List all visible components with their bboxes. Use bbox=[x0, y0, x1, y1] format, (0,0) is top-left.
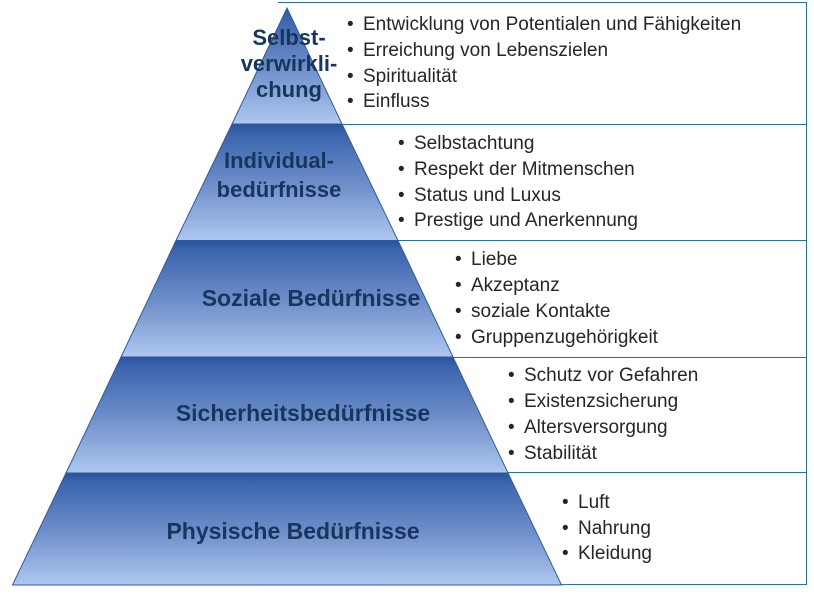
pyramid-level-5 bbox=[11, 472, 563, 586]
level-4-items-box: Schutz vor Gefahren Existenzsicherung Al… bbox=[452, 357, 807, 472]
bullet-item: Nahrung bbox=[562, 516, 806, 542]
bullet-item: Erreichung von Lebenszielen bbox=[347, 38, 806, 64]
level-1-items-box: Entwicklung von Potentialen und Fähigkei… bbox=[278, 2, 807, 124]
bullet-item: Schutz vor Gefahren bbox=[508, 363, 806, 389]
level-2-label: Individual- bedürfnisse bbox=[216, 148, 342, 202]
level-3-label: Soziale Bedürfnisse bbox=[201, 285, 421, 311]
level-5-items-box: Luft Nahrung Kleidung bbox=[508, 472, 807, 585]
level-4-label: Sicherheitsbedürfnisse bbox=[175, 400, 431, 426]
bullet-item: soziale Kontakte bbox=[455, 299, 806, 325]
bullet-item: Luft bbox=[562, 490, 806, 516]
bullet-item: Entwicklung von Potentialen und Fähigkei… bbox=[347, 12, 806, 38]
level-1-label: Selbst- verwirkli- chung bbox=[240, 25, 338, 102]
level-2-items-box: Selbstachtung Respekt der Mitmenschen St… bbox=[341, 124, 807, 240]
bullet-item: Liebe bbox=[455, 247, 806, 273]
bullet-item: Status und Luxus bbox=[398, 183, 806, 209]
bullet-item: Akzeptanz bbox=[455, 273, 806, 299]
level-5-label: Physische Bedürfnisse bbox=[166, 518, 420, 544]
bullet-item: Gruppenzugehörigkeit bbox=[455, 325, 806, 351]
bullet-item: Existenzsicherung bbox=[508, 389, 806, 415]
bullet-item: Einfluss bbox=[347, 89, 806, 115]
level-3-items-box: Liebe Akzeptanz soziale Kontakte Gruppen… bbox=[397, 240, 807, 357]
bullet-item: Prestige und Anerkennung bbox=[398, 208, 806, 234]
bullet-item: Altersversorgung bbox=[508, 415, 806, 441]
bullet-item: Selbstachtung bbox=[398, 131, 806, 157]
bullet-item: Kleidung bbox=[562, 541, 806, 567]
bullet-item: Respekt der Mitmenschen bbox=[398, 157, 806, 183]
bullet-item: Spiritualität bbox=[347, 64, 806, 90]
bullet-item: Stabilität bbox=[508, 441, 806, 467]
